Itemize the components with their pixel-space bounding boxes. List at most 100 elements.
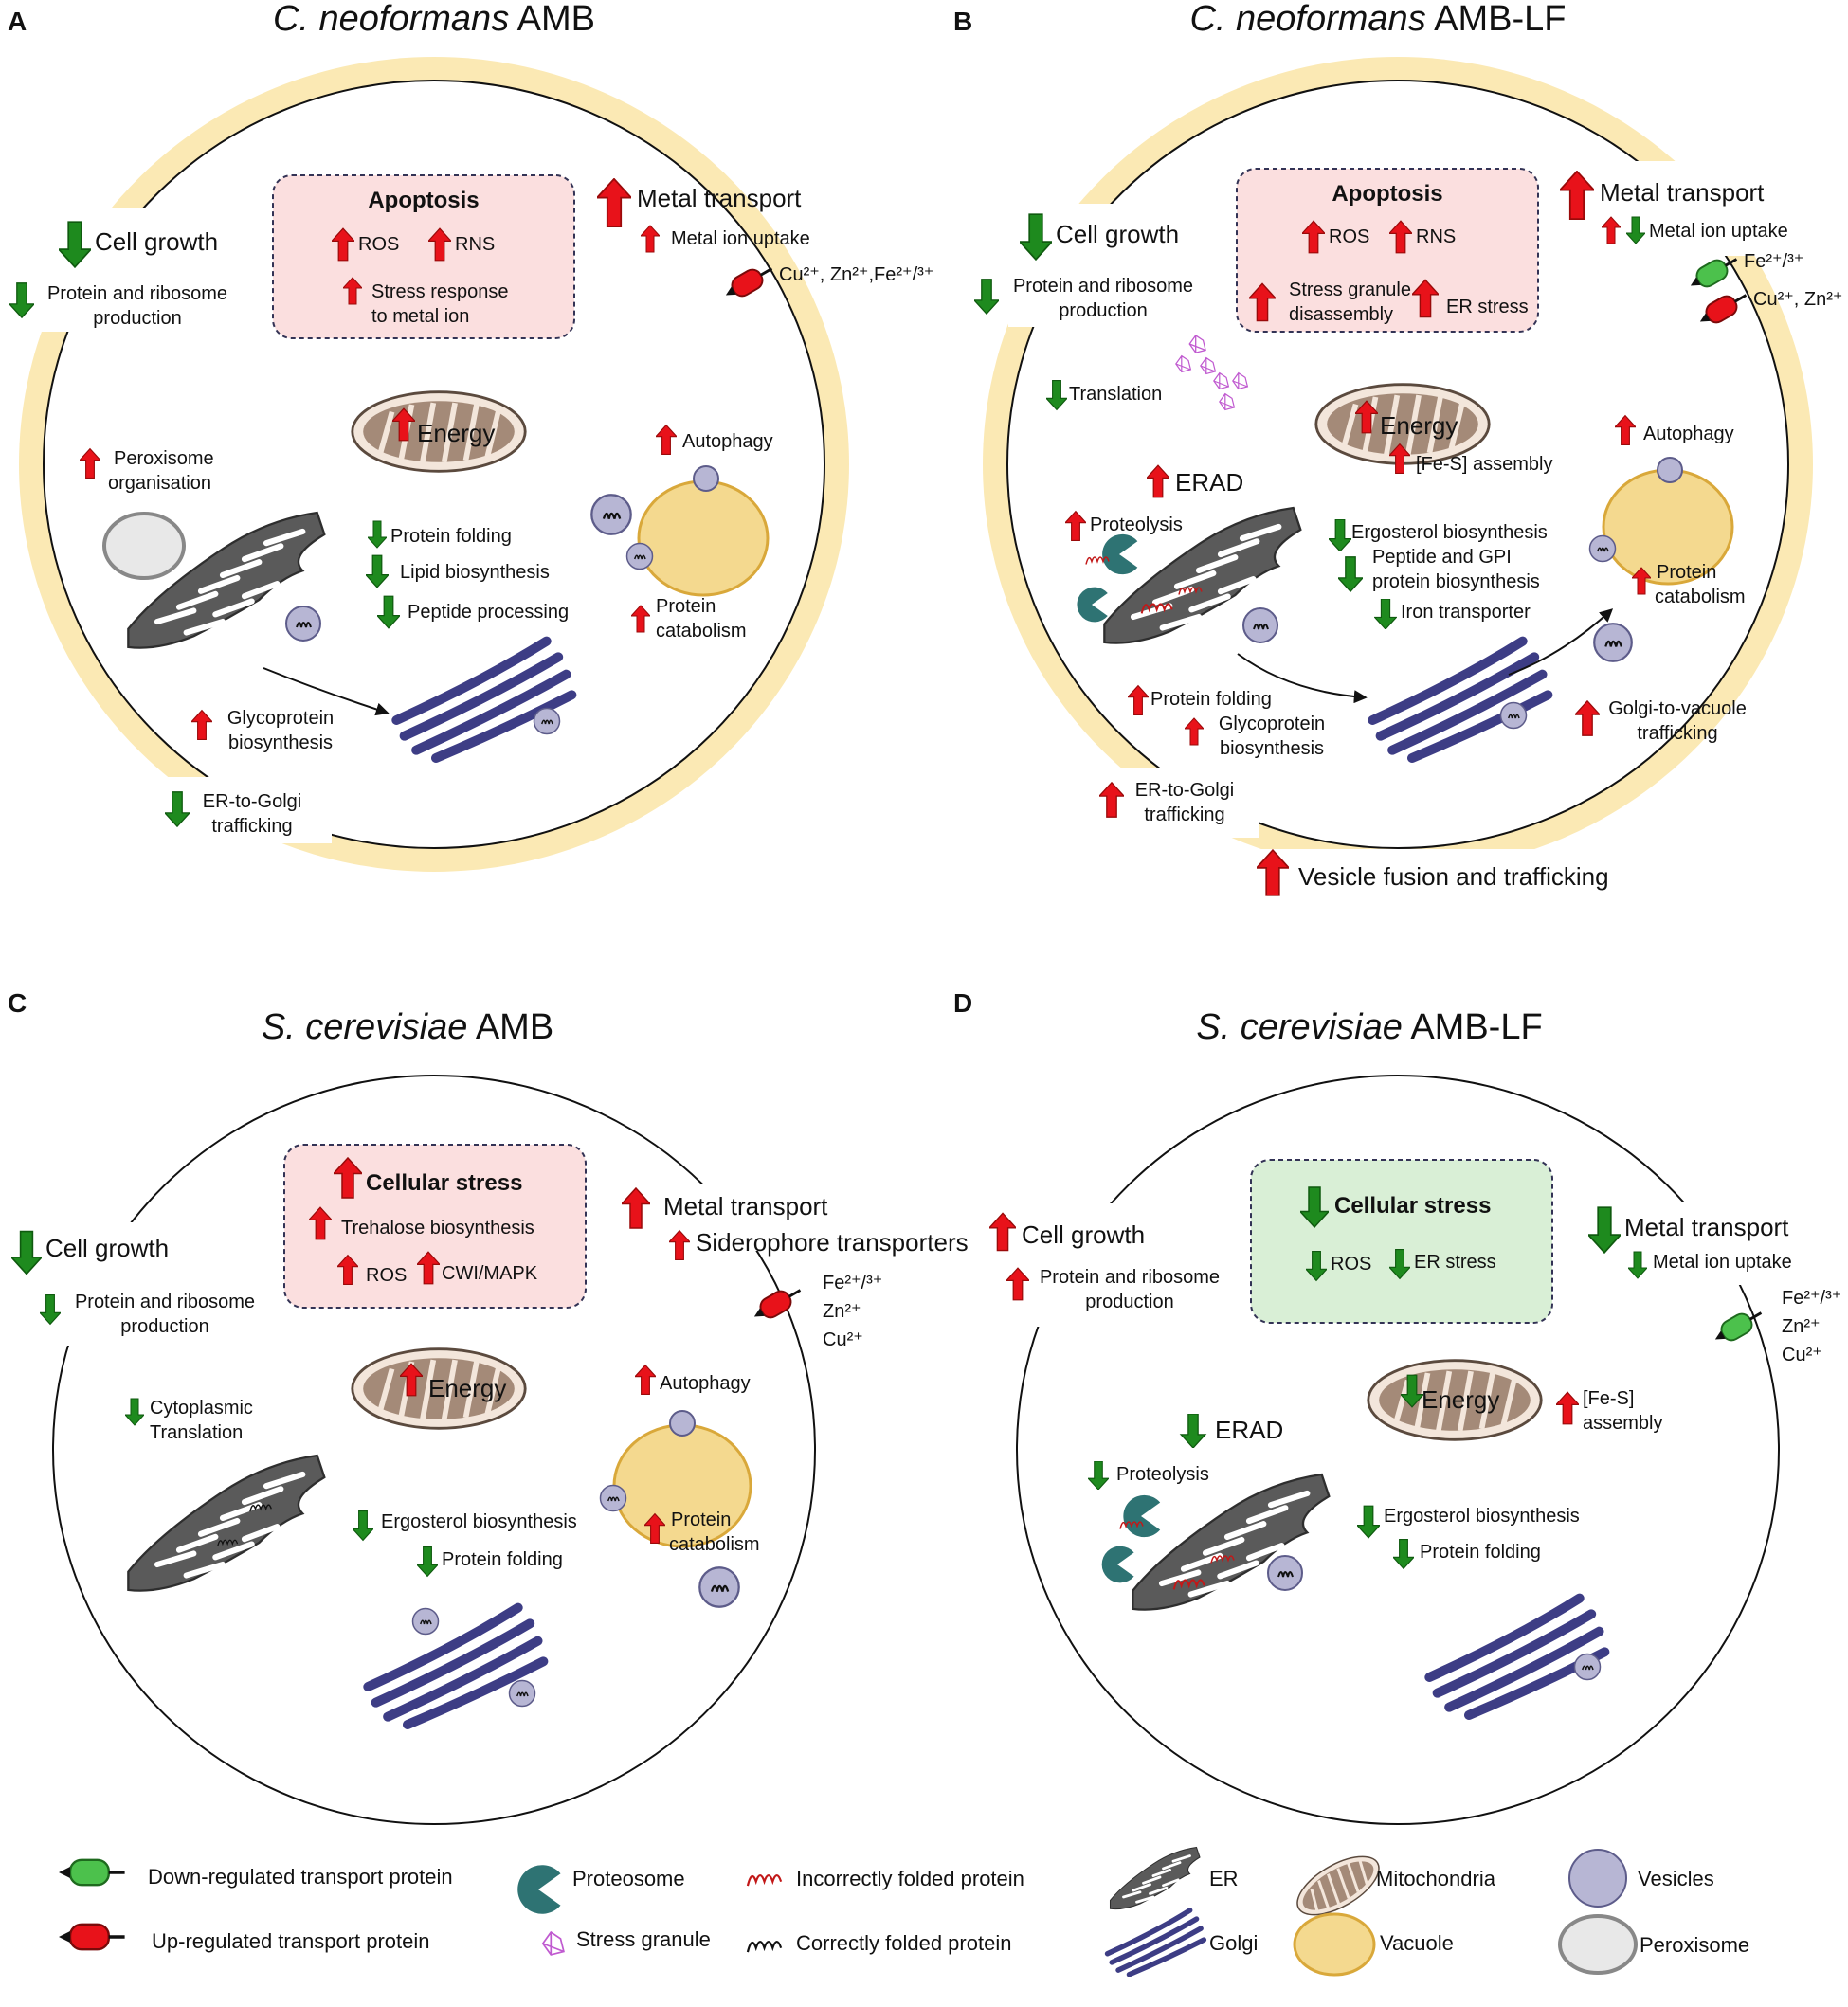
- ergosterol-b: Ergosterol biosynthesis: [1351, 522, 1548, 543]
- cell-growth-bg-c: [8, 1222, 268, 1346]
- energy-c: Energy: [428, 1374, 506, 1402]
- box-title-b: Apoptosis: [1332, 181, 1442, 207]
- vesicle-d-1: [1267, 1555, 1303, 1591]
- protein-ribosome-b-1: Protein and ribosome: [1013, 276, 1193, 297]
- metal-bg-b: [1554, 161, 1839, 256]
- legend: Down-regulated transport protein Up-regu…: [57, 1843, 1749, 1977]
- ros-a: ROS: [358, 234, 399, 255]
- panel-c-title: S. cerevisiae AMB: [262, 1007, 553, 1047]
- peptide-processing-a: Peptide processing: [408, 602, 569, 623]
- vesicle-fusion-bg-b: [1241, 849, 1640, 904]
- legend-vesicle-icon: [1568, 1849, 1627, 1908]
- panel-letter-c: C: [8, 988, 27, 1018]
- er-golgi-a-2: trafficking: [211, 816, 292, 837]
- metal-transport-a: Metal transport: [637, 184, 802, 212]
- stress-granule-b-2: disassembly: [1289, 304, 1393, 325]
- metal-transport-b: Metal transport: [1600, 178, 1765, 207]
- legend-er-icon: [1109, 1846, 1202, 1910]
- panel-b-title: C. neoformans AMB-LF: [1189, 0, 1566, 39]
- panel-letter-b: B: [953, 7, 972, 36]
- energy-a: Energy: [417, 419, 495, 447]
- ions-a: Cu²⁺, Zn²⁺,Fe²⁺/³⁺: [779, 264, 933, 285]
- metal-transport-d: Metal transport: [1624, 1213, 1789, 1241]
- catabolism-b-1: Protein: [1657, 562, 1716, 583]
- er-golgi-a-1: ER-to-Golgi: [203, 791, 301, 812]
- panel-letter-a: A: [8, 7, 27, 36]
- glycoprotein-b-2: biosynthesis: [1220, 738, 1324, 759]
- vesicle-d-2: [1573, 1653, 1602, 1681]
- stress-box-d: [1250, 1159, 1553, 1324]
- ion-cu-zn-b: Cu²⁺, Zn²⁺: [1753, 289, 1842, 310]
- autophagy-a: Autophagy: [682, 431, 773, 452]
- metal-transport-c: Metal transport: [663, 1192, 828, 1220]
- peroxisome-a-2: organisation: [108, 473, 211, 494]
- ion-cu-c: Cu²⁺: [823, 1329, 863, 1350]
- legend-vacuole-icon: [1293, 1912, 1376, 1977]
- rns-b: RNS: [1416, 226, 1456, 247]
- ion-zn-d: Zn²⁺: [1782, 1316, 1821, 1337]
- stress-box-c: [283, 1144, 587, 1309]
- box-title-a: Apoptosis: [368, 188, 479, 213]
- vesicle-a-1: [285, 606, 321, 642]
- vacuole-vesicle-c: [669, 1410, 696, 1437]
- trehalose-c: Trehalose biosynthesis: [341, 1218, 534, 1239]
- legend-up-transport-icon: [57, 1922, 127, 1952]
- protein-ribosome-d-2: production: [1085, 1292, 1173, 1312]
- vesicle-b-3: [1242, 607, 1278, 643]
- energy-d: Energy: [1422, 1385, 1499, 1414]
- vesicle-b-4: [1499, 701, 1528, 730]
- legend-peroxisome: Peroxisome: [1640, 1933, 1749, 1957]
- ion-fe-b: Fe²⁺/³⁺: [1744, 251, 1803, 272]
- lipid-a: Lipid biosynthesis: [400, 562, 550, 583]
- peptide-gpi-b-2: protein biosynthesis: [1372, 571, 1540, 592]
- ros-d: ROS: [1331, 1254, 1371, 1275]
- legend-proteosome: Proteosome: [572, 1867, 685, 1890]
- golgi-vacuole-b-2: trafficking: [1637, 723, 1717, 744]
- legend-incorrect: Incorrectly folded protein: [796, 1867, 1024, 1890]
- er-to-golgi-arrow-a: [263, 667, 390, 716]
- panel-c: C S. cerevisiae AMB Cellular stress Treh…: [8, 988, 969, 1825]
- box-title-d: Cellular stress: [1334, 1193, 1491, 1219]
- translation-b: Translation: [1069, 384, 1162, 405]
- autophagy-c: Autophagy: [660, 1373, 751, 1394]
- panel-b: B C. neoformans AMB-LF Apoptosis ROS RNS…: [953, 0, 1842, 904]
- legend-vesicles: Vesicles: [1638, 1867, 1714, 1890]
- protein-folding-a: Protein folding: [390, 526, 512, 547]
- legend-granule-icon: [541, 1931, 565, 1956]
- vesicle-a-2: [533, 707, 561, 735]
- er-stress-b: ER stress: [1446, 297, 1529, 317]
- legend-vacuole: Vacuole: [1380, 1931, 1454, 1955]
- protein-ribosome-c-2: production: [120, 1316, 208, 1337]
- legend-golgi-icon: [1108, 1910, 1205, 1975]
- box-title-c: Cellular stress: [366, 1170, 522, 1196]
- ribosome-down-icon: [974, 279, 999, 315]
- vesicle-b-1: [1588, 534, 1617, 563]
- er-golgi-bg-a: [161, 777, 332, 843]
- erad-d: ERAD: [1215, 1416, 1283, 1444]
- metal-bg-c: [607, 1184, 948, 1251]
- metal-ion-uptake-a: Metal ion uptake: [671, 228, 810, 249]
- ros-b: ROS: [1329, 226, 1369, 247]
- stress-response-a-2: to metal ion: [371, 306, 469, 327]
- catabolism-b-2: catabolism: [1655, 587, 1746, 607]
- ergosterol-c: Ergosterol biosynthesis: [381, 1511, 577, 1532]
- legend-peroxisome-icon: [1558, 1914, 1638, 1975]
- cell-growth-bg-d: [986, 1203, 1241, 1327]
- proteolysis-d: Proteolysis: [1116, 1464, 1209, 1485]
- vesicle-c-3: [599, 1484, 627, 1512]
- protein-ribosome-c-1: Protein and ribosome: [75, 1292, 255, 1312]
- golgi-to-vacuole-arrow-b: [1508, 608, 1614, 676]
- golgi-vacuole-b-1: Golgi-to-vacuole: [1608, 698, 1747, 719]
- rns-a: RNS: [455, 234, 495, 255]
- catabolism-a-1: Protein: [656, 596, 716, 617]
- legend-down-transport: Down-regulated transport protein: [148, 1865, 453, 1889]
- energy-b: Energy: [1380, 411, 1458, 440]
- cyto-c-1: Cytoplasmic: [150, 1398, 253, 1419]
- protein-folding-c: Protein folding: [442, 1549, 563, 1570]
- fes-b: [Fe-S] assembly: [1416, 454, 1552, 475]
- protein-ribosome-a-2: production: [93, 308, 181, 329]
- legend-down-transport-icon: [57, 1857, 127, 1888]
- cell-growth-c: Cell growth: [45, 1234, 169, 1262]
- peroxisome-a-1: Peroxisome: [114, 448, 214, 469]
- ion-fe-d: Fe²⁺/³⁺: [1782, 1288, 1841, 1309]
